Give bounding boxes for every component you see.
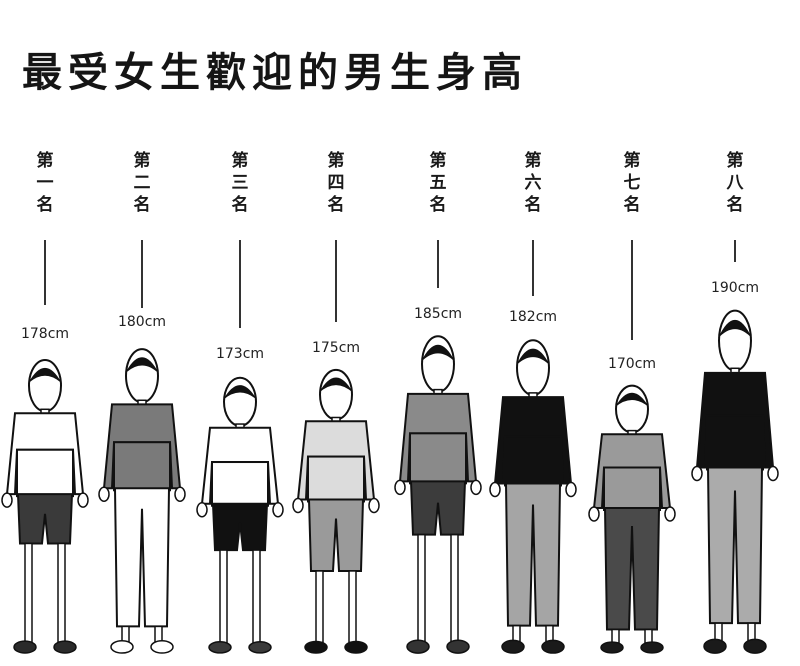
- person-figure: [1, 358, 89, 654]
- rank-label: 第一名: [36, 151, 54, 215]
- rank-label: 第五名: [429, 151, 447, 215]
- figure-column-3: 第三名 173cm: [190, 0, 290, 666]
- connector-line: [631, 240, 633, 340]
- height-label: 182cm: [508, 309, 558, 325]
- person-figure: [489, 339, 577, 654]
- rank-label: 第六名: [524, 151, 542, 215]
- figure-column-2: 第二名 180cm: [92, 0, 192, 666]
- person-figure: [394, 335, 482, 654]
- person-figure: [196, 376, 284, 654]
- person-figure: [588, 384, 676, 654]
- height-label: 178cm: [20, 326, 70, 342]
- person-figure: [691, 309, 779, 654]
- connector-line: [141, 240, 143, 308]
- connector-line: [44, 240, 46, 305]
- rank-label: 第二名: [133, 151, 151, 215]
- person-figure: [292, 368, 380, 654]
- height-label: 190cm: [710, 280, 760, 296]
- page-title: 最受女生歡迎的男生身高: [22, 50, 528, 96]
- height-label: 180cm: [117, 314, 167, 330]
- figure-column-5: 第五名 185cm: [388, 0, 488, 666]
- height-label: 185cm: [413, 306, 463, 322]
- figure-column-7: 第七名 170cm: [582, 0, 682, 666]
- height-label: 173cm: [215, 346, 265, 362]
- figure-column-6: 第六名 182cm: [483, 0, 583, 666]
- figure-column-8: 第八名 190cm: [685, 0, 785, 666]
- height-label: 175cm: [311, 340, 361, 356]
- figure-column-4: 第四名 175cm: [286, 0, 386, 666]
- height-label: 170cm: [607, 356, 657, 372]
- connector-line: [734, 240, 736, 262]
- connector-line: [532, 240, 534, 296]
- connector-line: [239, 240, 241, 328]
- person-figure: [98, 348, 186, 654]
- rank-label: 第八名: [726, 151, 744, 215]
- rank-label: 第三名: [231, 151, 249, 215]
- rank-label: 第七名: [623, 151, 641, 215]
- figure-column-1: 第一名 178cm: [0, 0, 95, 666]
- connector-line: [335, 240, 337, 322]
- connector-line: [437, 240, 439, 288]
- rank-label: 第四名: [327, 151, 345, 215]
